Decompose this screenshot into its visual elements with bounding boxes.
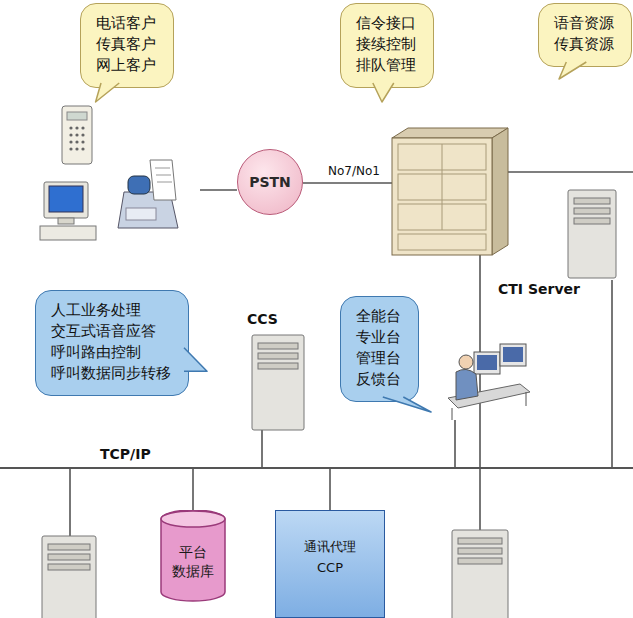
switch-cabinet: [392, 128, 508, 255]
agent-desk: [448, 344, 530, 420]
callout-bubble: 全能台 专业台 管理台 反馈台: [340, 296, 419, 402]
link-label: No7/No1: [328, 164, 380, 178]
node-text: 电话客户 传真客户 网上客户: [96, 13, 156, 76]
wires: [0, 172, 633, 536]
server-towers: [42, 190, 616, 618]
node-text: 平台 数据库: [172, 543, 214, 581]
network-cloud: PSTN: [237, 149, 303, 215]
node-text: PSTN: [249, 174, 291, 190]
node-text: 全能台 专业台 管理台 反馈台: [356, 306, 401, 390]
node-text: 人工业务处理 交互式语音应答 呼叫路由控制 呼叫数据同步转移: [51, 300, 171, 384]
device-label: CTI Server: [498, 281, 580, 297]
node-text: 语音资源 传真资源: [554, 13, 614, 55]
device-label: CCS: [247, 311, 278, 327]
callout-tail: [539, 4, 630, 65]
database-cylinder: 平台 数据库: [160, 510, 226, 602]
node-text: 通讯代理: [304, 537, 356, 558]
callout-bubble: 人工业务处理 交互式语音应答 呼叫路由控制 呼叫数据同步转移: [35, 290, 189, 396]
callout-bubble: 信令接口 接续控制 排队管理: [340, 3, 434, 88]
client-devices: [40, 106, 178, 240]
callout-bubble: 电话客户 传真客户 网上客户: [80, 3, 174, 88]
bus-label: TCP/IP: [100, 446, 151, 462]
process-box: 通讯代理CCP: [275, 510, 385, 618]
node-text: CCP: [317, 558, 343, 579]
node-text: 信令接口 接续控制 排队管理: [356, 13, 416, 76]
callout-bubble: 语音资源 传真资源: [538, 3, 632, 67]
